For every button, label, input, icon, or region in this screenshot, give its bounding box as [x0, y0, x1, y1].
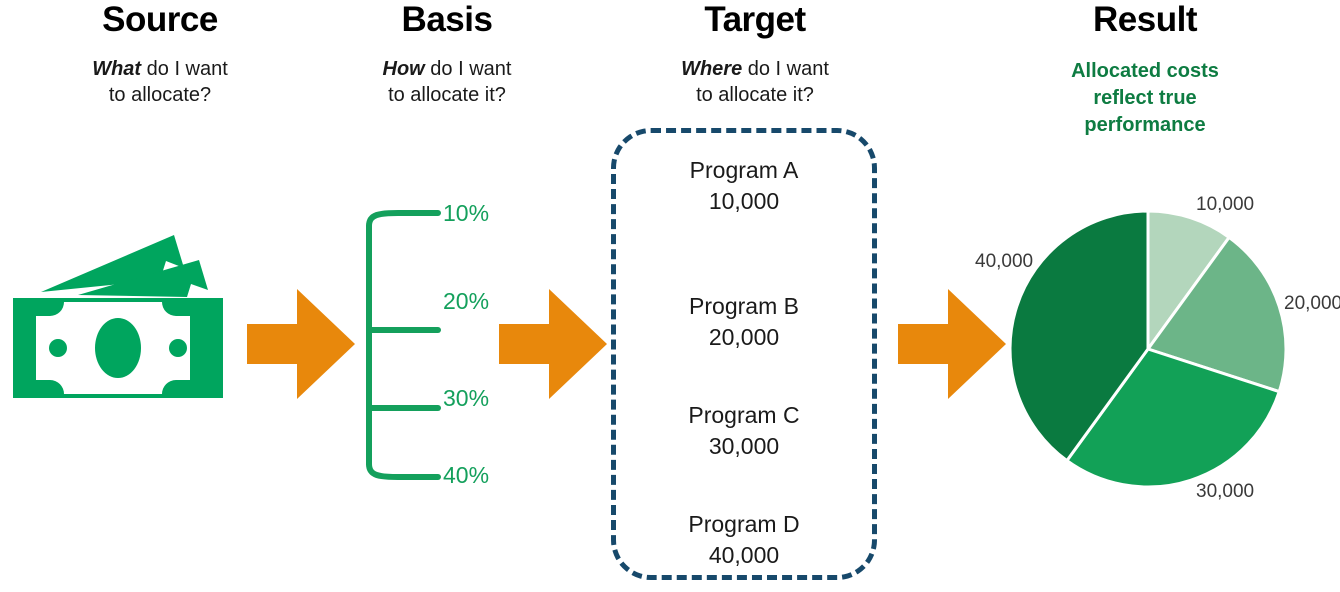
target-programs-box: Program A 10,000 Program B 20,000 Progra…: [611, 128, 877, 580]
pie-slice-30000: [1064, 347, 1282, 489]
basis-question-line2: to allocate it?: [388, 84, 506, 107]
program-d-amount: 40,000: [708, 541, 780, 568]
program-a-name: Program A: [689, 157, 799, 183]
column-subtitle-basis: How do I want to allocate it?: [322, 56, 572, 109]
result-statement-line3: performance: [1084, 114, 1206, 136]
column-subtitle-source: What do I want to allocate?: [20, 56, 300, 109]
pie-slice-20000: [1145, 235, 1288, 394]
target-question-lead: Where: [681, 58, 743, 80]
pie-label-20000: 20,000: [1284, 293, 1340, 314]
pie-label-30000: 30,000: [1196, 481, 1255, 502]
arrow-source-to-basis: [247, 289, 355, 399]
pie-label-40000: 40,000: [975, 251, 1034, 272]
basis-percent-30: 30%: [443, 385, 490, 411]
column-title-target: Target: [704, 0, 806, 39]
column-statement-result: Allocated costs reflect true performance: [1010, 58, 1280, 139]
program-c-amount: 30,000: [708, 432, 780, 459]
program-b-amount: 20,000: [708, 323, 780, 350]
target-question-line2: to allocate it?: [696, 84, 814, 107]
pie-label-10000: 10,000: [1196, 194, 1255, 215]
target-program-d: Program D 40,000: [616, 509, 872, 570]
column-title-source: Source: [102, 0, 218, 39]
target-program-a: Program A 10,000: [616, 155, 872, 216]
target-program-b: Program B 20,000: [616, 291, 872, 352]
arrow-target-to-result: [898, 289, 1006, 399]
program-a-amount: 10,000: [708, 187, 780, 214]
program-c-name: Program C: [688, 402, 800, 428]
source-question-lead: What: [92, 58, 142, 80]
program-d-name: Program D: [688, 511, 800, 537]
basis-question-rest: do I want: [430, 58, 512, 80]
allocation-basis-bracket: [358, 200, 483, 490]
pie-slice-40000: [1008, 209, 1150, 463]
program-b-name: Program B: [689, 293, 799, 319]
basis-question-lead: How: [382, 58, 425, 80]
target-program-c: Program C 30,000: [616, 400, 872, 461]
money-stack-icon: [8, 232, 253, 407]
column-title-result: Result: [1093, 0, 1197, 39]
source-question-line2: to allocate?: [108, 84, 212, 107]
result-statement-line1: Allocated costs: [1071, 60, 1219, 82]
target-question-rest: do I want: [747, 58, 829, 80]
column-title-basis: Basis: [401, 0, 493, 39]
pie-slice-10000: [1146, 209, 1232, 354]
basis-percent-10: 10%: [443, 200, 490, 226]
allocation-pie-chart: [1008, 209, 1288, 489]
column-subtitle-target: Where do I want to allocate it?: [620, 56, 890, 109]
source-question-rest: do I want: [146, 58, 228, 80]
arrow-basis-to-target: [499, 289, 607, 399]
result-statement-line2: reflect true: [1093, 87, 1197, 109]
basis-percent-40: 40%: [443, 462, 490, 488]
basis-percent-20: 20%: [443, 288, 490, 314]
